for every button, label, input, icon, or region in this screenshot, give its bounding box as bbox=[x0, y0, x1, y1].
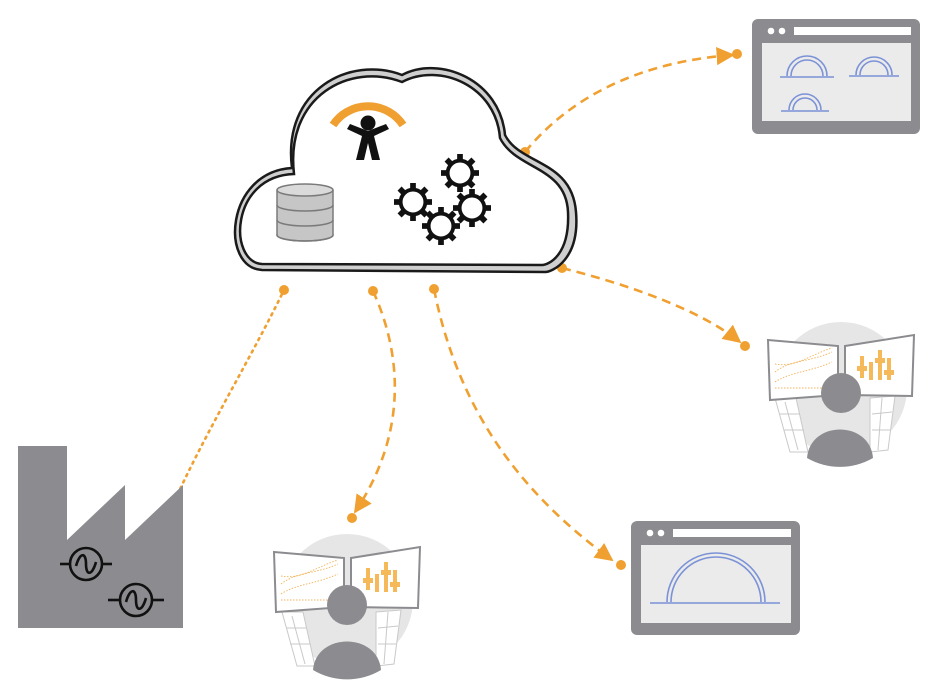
operator-workstation-icon bbox=[272, 534, 422, 680]
connection-cloud-operator-bottom bbox=[347, 286, 397, 523]
gauge-icon bbox=[650, 552, 780, 604]
gauge-icon bbox=[780, 55, 834, 78]
database-icon bbox=[276, 183, 334, 242]
operator-right-node bbox=[766, 322, 916, 467]
logo-icon bbox=[329, 102, 407, 160]
browser-bottom-node bbox=[631, 521, 800, 635]
generator-icon bbox=[60, 546, 112, 582]
factory-node bbox=[18, 446, 183, 628]
factory-icon bbox=[18, 446, 183, 628]
gauge-icon bbox=[849, 56, 899, 77]
operator-workstation-icon bbox=[766, 322, 916, 467]
connections bbox=[158, 47, 750, 570]
connection-cloud-browser-bottom bbox=[429, 284, 626, 570]
browser-top-node bbox=[752, 19, 920, 134]
connection-cloud-browser-top bbox=[520, 47, 742, 157]
connection-cloud-operator-right bbox=[557, 263, 750, 351]
generator-icon bbox=[108, 582, 164, 618]
operator-bottom-node bbox=[272, 534, 422, 680]
browser-window-icon bbox=[631, 521, 800, 635]
cloud-node bbox=[233, 66, 578, 274]
gauge-icon bbox=[781, 93, 829, 112]
